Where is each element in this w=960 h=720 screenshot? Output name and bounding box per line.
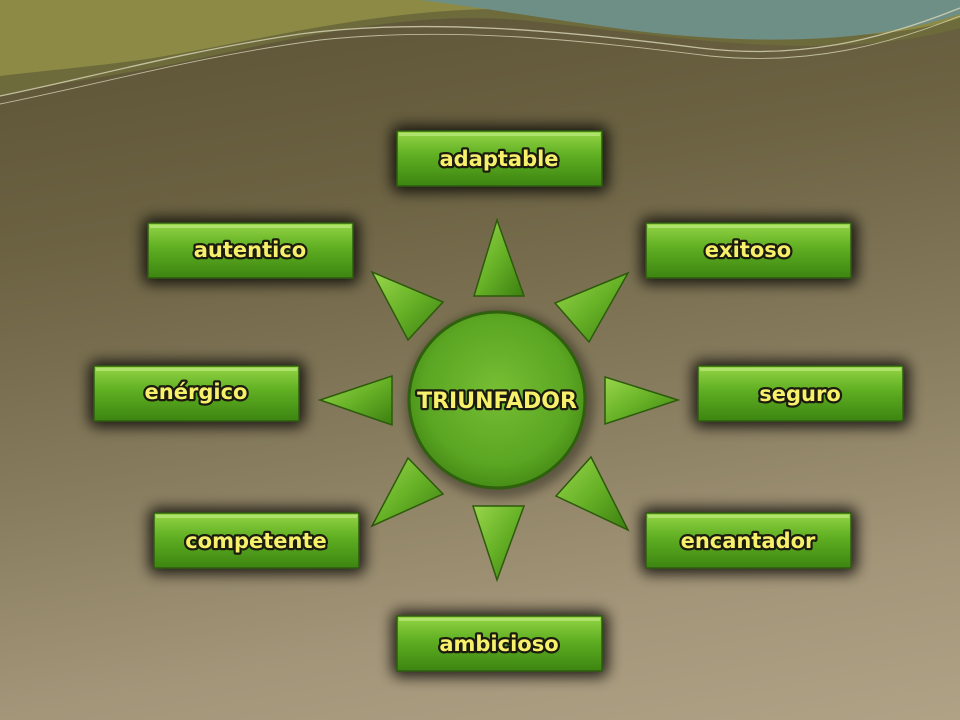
node-box [147,222,354,279]
node-box [645,512,852,569]
sun-circle [407,310,587,490]
node-encantador: encantador [641,508,857,574]
header-swoosh [0,0,960,105]
node-seguro: seguro [693,361,909,427]
node-label: competente [185,529,327,553]
node-box [396,615,603,672]
node-adaptable: adaptable [392,126,608,192]
center-label: TRIUNFADOR [417,389,577,414]
ray-west [317,374,393,427]
node-label: ambicioso [439,632,558,656]
node-label: enérgico [145,380,248,404]
ray-southwest [370,456,445,528]
node-label: adaptable [439,147,558,171]
node-box [153,512,360,569]
node-box [93,365,300,422]
node-autentico: autentico [143,218,359,284]
ray-east [604,375,681,426]
node-label: autentico [194,238,306,262]
node-label: encantador [681,529,816,553]
ray-northeast [553,271,630,344]
ray-north [472,217,526,297]
node-label: exitoso [705,238,791,262]
ray-south [471,505,526,583]
node-label: seguro [759,382,841,406]
ray-southeast [554,455,630,532]
center-node: TRIUNFADOR [406,310,594,498]
sun-rays [317,217,681,583]
node-competente: competente [149,508,365,574]
node-box [396,130,603,187]
node-box [697,365,904,422]
node-box [645,222,852,279]
node-exitoso: exitoso [641,218,857,284]
ray-northwest [370,270,445,342]
node-ambicioso: ambicioso [392,611,608,677]
node-energico: enérgico [89,361,305,427]
